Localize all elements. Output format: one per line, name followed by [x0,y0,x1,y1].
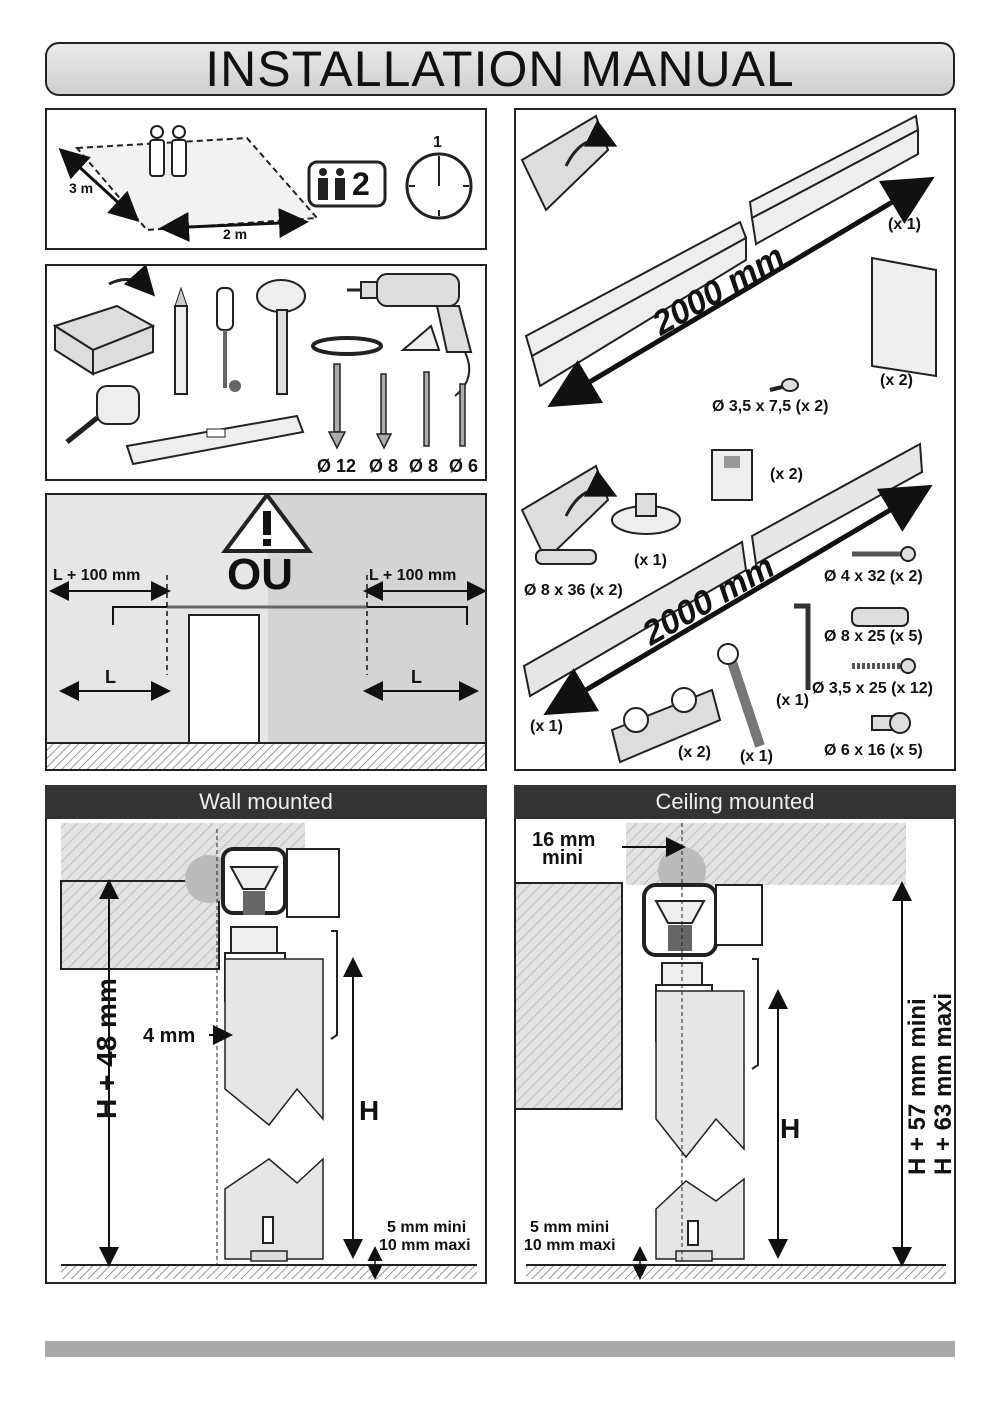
floor-min-label: 5 mm mini [387,1219,467,1236]
parts-panel: 2000 mm (x 1) (x 2) Ø 3,5 x 7,5 (x 2) 20… [514,108,956,771]
trolley-icon [610,687,722,764]
plug-8x25-label: Ø 8 x 25 (x 5) [824,628,923,645]
parts-diagram [520,114,937,764]
cable-icon [311,336,383,356]
cover-profile-icon [520,114,618,212]
floor-min-label: 5 mm mini [530,1219,610,1236]
allen-key-icon [794,603,811,690]
allen-key-quantity: (x 1) [776,692,809,709]
drill-icon [347,273,473,397]
warning-text: OU [227,550,293,599]
drill-bit-label: Ø 8 [409,456,439,476]
track-quantity: (x 1) [530,718,563,735]
wrench-icon [717,643,765,748]
gap-label: 4 mm [143,1025,196,1047]
rail-screw-label: Ø 3,5 x 7,5 (x 2) [712,398,829,415]
wall-layout-panel: OU L + 100 mm L + 100 mm L L [45,493,487,771]
warning-icon [221,495,313,553]
screw-6x16-label: Ø 6 x 16 (x 5) [824,742,923,759]
wall-mounted-panel: H + 48 mm 4 mm H 5 mm mini 10 mm maxi [45,819,487,1284]
wall-layout-diagram [47,495,485,769]
door-opening [188,614,260,744]
wall-plug-icon [535,549,597,565]
rail-quantity: (x 1) [888,216,921,233]
drill-bit-label: Ø 8 [369,456,399,476]
bracket-quantity: (x 2) [770,466,803,483]
offset-mini-label: mini [542,847,584,869]
bracket-icon [711,449,753,501]
drill-bit-label: Ø 6 [449,456,479,476]
end-plate-icon [871,256,937,378]
offset-value-label: 16 mm [532,829,596,851]
floor-max-label: 10 mm maxi [524,1237,616,1254]
screwdriver-icon [216,287,241,392]
wall-mounted-diagram [60,823,477,1280]
workspace-depth-label: 3 m [69,180,94,196]
title-banner: INSTALLATION MANUAL [45,41,955,97]
footer-bar [45,1341,955,1357]
guide-quantity: (x 1) [634,552,667,569]
right-l-label: L [411,667,422,687]
person-icon [149,125,187,177]
left-measure-label: L + 100 mm [53,567,141,584]
clock-icon [405,152,473,220]
screw-icon [871,712,911,734]
tools-diagram [52,266,473,466]
tape-measure-icon [65,385,140,444]
page-title: INSTALLATION MANUAL [205,41,795,97]
total-min-label: H + 57 mm mini [904,998,931,1175]
cover-profile-icon [520,464,618,562]
door-height-label: H [780,1113,801,1144]
drill-bit-label: Ø 12 [317,456,357,476]
spirit-level-icon [125,414,305,466]
people-count: 2 [352,166,370,202]
left-l-label: L [105,667,116,687]
ceiling-mounted-diagram [516,823,946,1280]
ceiling-mounted-panel: 16 mm mini H 5 mm mini 10 mm maxi H + 57… [514,819,956,1284]
bottom-guide-icon [611,493,681,535]
tools-panel: Ø 12 Ø 8 Ø 8 Ø 6 [45,264,487,481]
drill-bits-icon [327,363,466,450]
ceiling-mounted-header: Ceiling mounted [514,785,956,819]
toolbox-icon [52,266,156,376]
trolley-quantity: (x 2) [678,744,711,761]
wall-mounted-header: Wall mounted [45,785,487,819]
plug-8x36-label: Ø 8 x 36 (x 2) [524,582,623,599]
workspace-width-label: 2 m [223,226,248,242]
plate-quantity: (x 2) [880,372,913,389]
floor-max-label: 10 mm maxi [379,1237,471,1254]
screw-35x25-label: Ø 3,5 x 25 (x 12) [812,680,933,697]
door-height-label: H [359,1095,380,1126]
screw-icon [852,658,916,674]
workspace-diagram [58,125,473,242]
right-measure-label: L + 100 mm [369,567,457,584]
screw-icon [852,546,916,562]
mallet-icon [256,279,306,395]
wrench-quantity: (x 1) [740,748,773,765]
screw-icon [769,378,799,392]
total-max-label: H + 63 mm maxi [930,992,956,1175]
pencil-icon [174,286,188,395]
wall-plug-icon [851,607,909,627]
workspace-panel: 3 m 2 m 2 1 [45,108,487,250]
wall-total-height-label: H + 48 mm [91,978,122,1119]
screw-4x32-label: Ø 4 x 32 (x 2) [824,568,923,585]
time-hours: 1 [433,134,442,151]
